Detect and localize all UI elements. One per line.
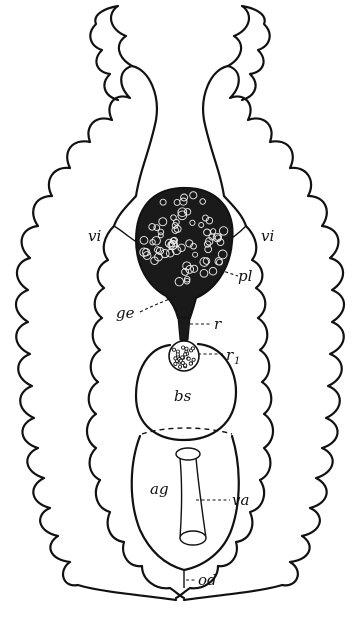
label-r1: r: [226, 346, 234, 364]
receptaculum-dot: [191, 347, 194, 350]
receptaculum-dot: [192, 358, 195, 361]
label-vi-left: vi: [88, 227, 101, 245]
leader-ge: [140, 296, 176, 312]
bursa-stalk: [178, 318, 190, 340]
receptaculum-dot: [174, 362, 177, 365]
receptaculum-dot: [185, 347, 188, 350]
receptaculum-dot: [179, 365, 182, 368]
label-od: od: [198, 571, 217, 589]
label-r: r: [214, 315, 222, 333]
left-vitellarium-outline: [16, 6, 176, 600]
label-ge: ge: [116, 304, 135, 322]
vagina-top: [176, 448, 200, 460]
receptaculum-dot: [182, 346, 185, 349]
receptaculum-dot: [176, 353, 179, 356]
receptaculum-dot: [172, 348, 175, 351]
receptaculum-dot: [189, 362, 192, 365]
receptaculum-dot: [187, 357, 190, 360]
label-bs: bs: [174, 387, 192, 405]
receptaculum-dot: [181, 356, 184, 359]
receptaculum-dot: [174, 357, 177, 360]
label-ag: ag: [150, 480, 169, 498]
label-pl: pl: [238, 267, 253, 285]
receptaculum-dot: [184, 353, 187, 356]
right-vitellarium-inner: [176, 66, 273, 598]
receptaculum-dot: [181, 361, 184, 364]
right-vitellarium-outline: [184, 6, 344, 600]
label-r1-sub: 1: [234, 356, 240, 367]
vagina-opening: [180, 531, 206, 545]
label-va: va: [232, 491, 249, 509]
label-vi-right: vi: [261, 227, 274, 245]
